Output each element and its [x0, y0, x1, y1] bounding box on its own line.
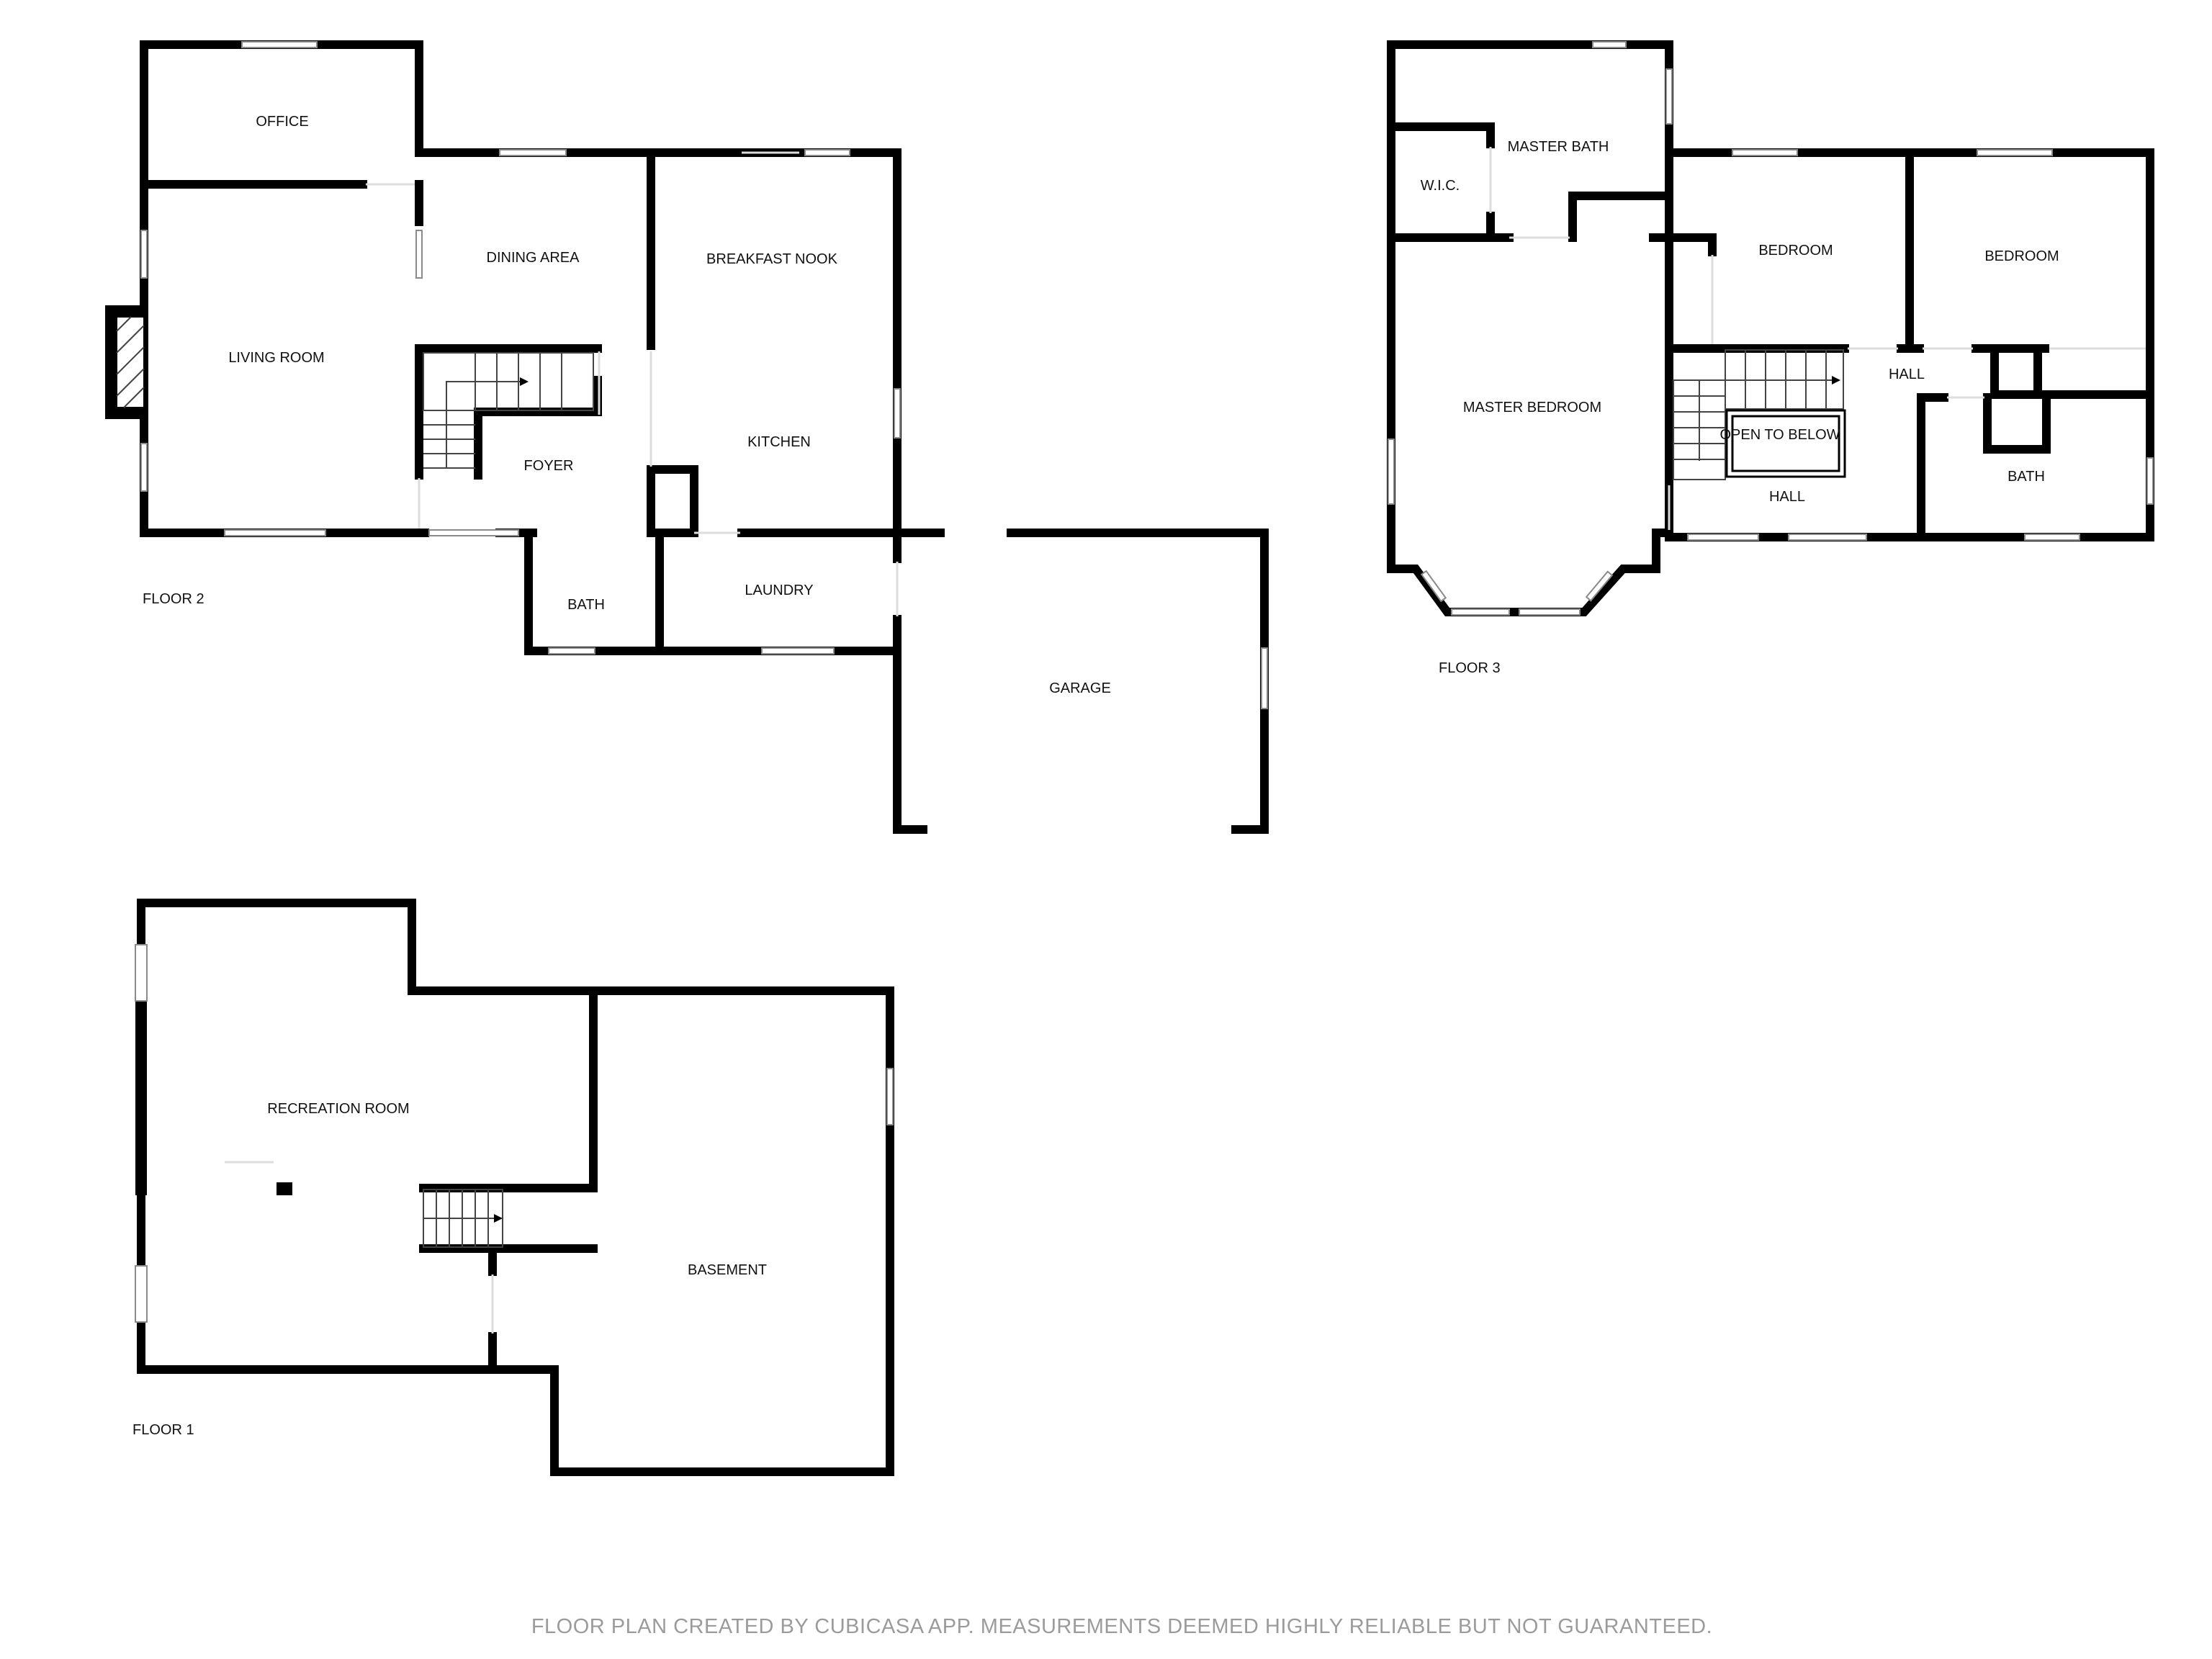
floor-1-stairs	[423, 1189, 503, 1248]
room-label-kitchen: KITCHEN	[747, 434, 811, 450]
fireplace-hatch	[116, 316, 145, 408]
room-label-office: OFFICE	[256, 114, 308, 130]
window	[1687, 534, 1759, 541]
floor-3-stairs	[1673, 349, 1844, 480]
room-labels: OFFICE DINING AREA BREAKFAST NOOK LIVING…	[132, 114, 2059, 1438]
window	[135, 1265, 148, 1323]
window	[1388, 439, 1395, 505]
stair-arrow	[1832, 376, 1840, 385]
room-label-hall-upper: HALL	[1889, 367, 1925, 382]
window	[1585, 570, 1614, 602]
window	[1665, 68, 1673, 125]
room-label-basement: BASEMENT	[688, 1262, 767, 1278]
room-label-garage: GARAGE	[1049, 680, 1111, 696]
room-label-master-bedroom: MASTER BEDROOM	[1463, 400, 1601, 415]
room-label-laundry: LAUNDRY	[745, 583, 813, 598]
window	[2024, 534, 2080, 541]
room-label-bedroom-2: BEDROOM	[1984, 248, 2059, 264]
stair-wall-top	[415, 344, 602, 480]
room-label-master-bath: MASTER BATH	[1508, 139, 1609, 155]
floor-1-plan	[135, 899, 894, 1476]
window	[241, 41, 318, 48]
window	[1420, 570, 1447, 603]
window	[2146, 457, 2154, 505]
floor-3-plan	[1387, 40, 2154, 616]
bath-shower	[1983, 393, 2051, 454]
window	[1592, 41, 1627, 48]
window	[140, 443, 148, 492]
room-label-bedroom-1: BEDROOM	[1758, 243, 1833, 258]
window	[1519, 608, 1581, 616]
bedroom1-closet	[1665, 233, 1717, 256]
room-label-wic: W.I.C.	[1421, 178, 1460, 194]
bath-laundry-outer	[524, 529, 902, 655]
open-to-below-rail	[1725, 409, 1846, 478]
window	[1261, 647, 1268, 709]
room-label-hall-lower: HALL	[1769, 489, 1805, 505]
room-label-living-room: LIVING ROOM	[228, 350, 324, 366]
window	[804, 149, 850, 156]
window	[548, 647, 595, 655]
window	[1732, 149, 1798, 156]
room-label-recreation-room: RECREATION ROOM	[267, 1101, 409, 1117]
window	[415, 230, 423, 279]
window	[1788, 534, 1867, 541]
basement-outer-wall	[137, 899, 894, 1476]
window	[1977, 149, 2053, 156]
stair-arrow	[494, 1214, 503, 1223]
floor-2-stairs	[423, 352, 594, 469]
living-outer-wall	[140, 180, 429, 537]
floor-label-1: FLOOR 1	[132, 1422, 194, 1438]
bath-closet-wall	[1568, 192, 1673, 242]
window	[499, 149, 567, 156]
floor-label-3: FLOOR 3	[1439, 660, 1501, 676]
window	[135, 944, 148, 1002]
stair-arrow	[520, 377, 529, 386]
room-label-open-to-below: OPEN TO BELOW	[1719, 427, 1840, 443]
window	[886, 1068, 894, 1125]
disclaimer-text: FLOOR PLAN CREATED BY CUBICASA APP. MEAS…	[531, 1615, 1712, 1638]
rec-left-wall-thick	[135, 1001, 147, 1195]
window	[894, 388, 901, 439]
master-bay-wall	[1387, 529, 1673, 616]
upper-outer-wall	[415, 148, 902, 537]
open-to-below-rail-inner	[1731, 415, 1840, 472]
window	[140, 230, 148, 279]
room-label-bath-upper: BATH	[2008, 469, 2045, 485]
room-label-dining-area: DINING AREA	[487, 250, 580, 266]
room-label-bath: BATH	[567, 597, 605, 613]
room-label-foyer: FOYER	[524, 458, 574, 474]
window	[1451, 608, 1510, 616]
floor-2-plan	[105, 40, 1269, 834]
window	[761, 647, 835, 655]
support-column	[276, 1182, 292, 1195]
stair-top-wall	[419, 986, 598, 1192]
window	[428, 529, 519, 536]
floor-label-2: FLOOR 2	[143, 591, 204, 607]
closet-wall	[647, 465, 698, 537]
garage-left-wall	[893, 615, 927, 834]
room-label-breakfast-nook: BREAKFAST NOOK	[706, 251, 838, 267]
stair-wall-inner	[474, 376, 602, 480]
window	[224, 529, 326, 536]
